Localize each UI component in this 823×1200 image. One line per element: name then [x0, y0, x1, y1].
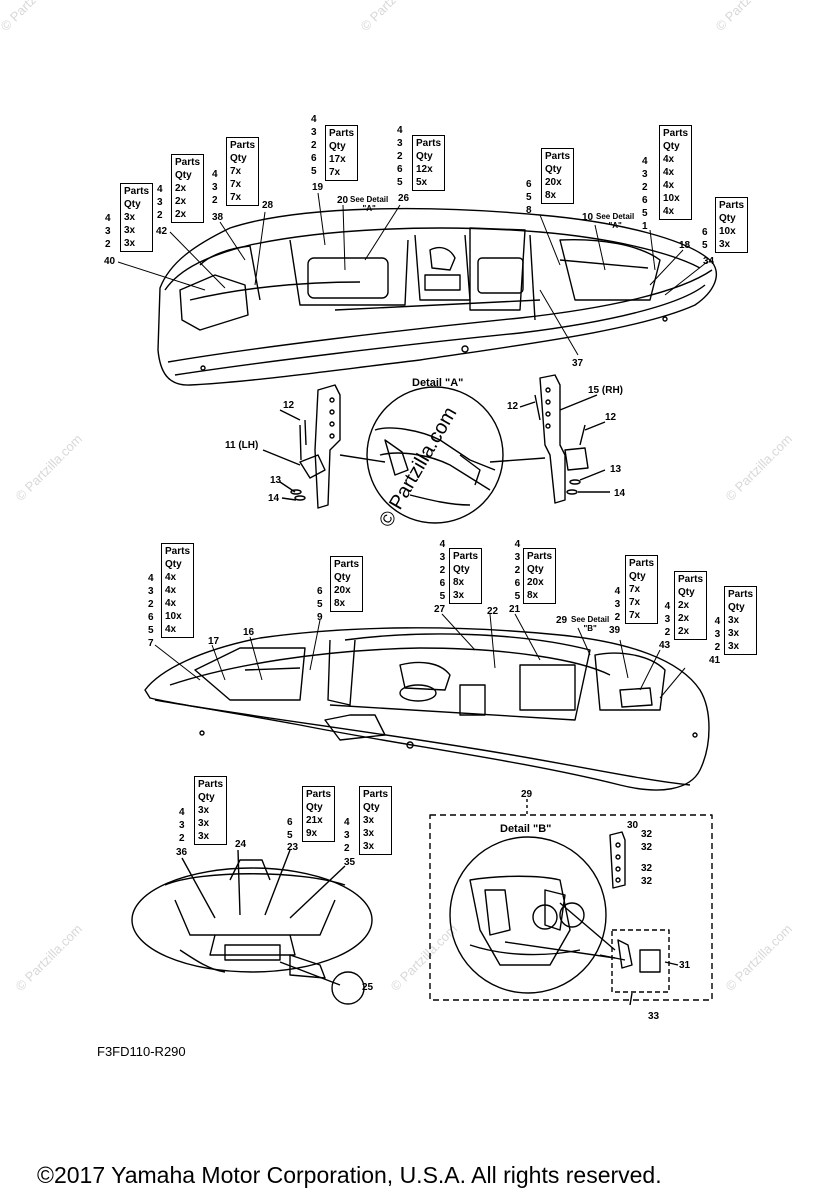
callout-14: 14 — [268, 493, 280, 504]
callout-29: 29 — [556, 615, 568, 626]
callout-37: 37 — [572, 358, 584, 369]
callout-28: 28 — [262, 200, 274, 211]
callout-18: 18 — [679, 240, 691, 251]
detail-a-title: Detail "A" — [412, 377, 464, 389]
callout-29-detail: 29 — [521, 789, 533, 800]
diagram-code: F3FD110-R290 — [97, 1044, 186, 1059]
callout-23: 23 — [287, 842, 299, 853]
callout-10: 10 — [582, 212, 594, 223]
callout-15-rh: 15 (RH) — [588, 385, 624, 396]
detail-a-circle — [339, 386, 546, 524]
callout-12-rh: 12 — [507, 401, 519, 412]
see-detail-a-label-2: See Detail "A" — [596, 212, 635, 230]
callout-16: 16 — [243, 627, 255, 638]
callout-12-rh-2: 12 — [605, 412, 617, 423]
callout-13-rh: 13 — [610, 464, 622, 475]
detail-b-title: Detail "B" — [500, 823, 552, 835]
callout-25: 25 — [362, 982, 374, 993]
callout-26: 26 — [398, 193, 410, 204]
bottom-left-oval — [131, 849, 373, 1005]
callout-19: 19 — [312, 182, 324, 193]
mid-leader-lines — [154, 613, 686, 699]
callout-35: 35 — [344, 857, 356, 868]
callout-17: 17 — [208, 636, 220, 647]
callout-14-rh: 14 — [614, 488, 626, 499]
callout-11-lh: 11 (LH) — [225, 440, 259, 451]
callout-32: 32 — [641, 842, 653, 853]
callout-36: 36 — [176, 847, 188, 858]
copyright-notice: ©2017 Yamaha Motor Corporation, U.S.A. A… — [37, 1162, 662, 1188]
see-detail-a-label: See Detail "A" — [350, 195, 389, 213]
callout-22: 22 — [487, 606, 499, 617]
callout-32: 32 — [641, 876, 653, 887]
callout-24: 24 — [235, 839, 247, 850]
callout-32: 32 — [641, 863, 653, 874]
detail-b-box — [429, 799, 713, 1006]
callout-13: 13 — [270, 475, 282, 486]
top-boat-hull — [157, 207, 717, 386]
callout-34: 34 — [703, 256, 715, 267]
callout-20: 20 — [337, 195, 349, 206]
middle-boat-hull — [144, 627, 710, 791]
callout-33: 33 — [648, 1011, 660, 1022]
callout-40: 40 — [104, 256, 116, 267]
hinge-lh — [262, 384, 341, 509]
callout-32: 32 — [641, 829, 653, 840]
callout-42: 42 — [156, 226, 168, 237]
callout-30: 30 — [627, 820, 639, 831]
see-detail-b-label: See Detail "B" — [571, 615, 610, 633]
hinge-rh — [519, 374, 610, 504]
top-leader-lines — [117, 192, 708, 356]
callout-38: 38 — [212, 212, 224, 223]
callout-12: 12 — [283, 400, 295, 411]
callout-31: 31 — [679, 960, 691, 971]
